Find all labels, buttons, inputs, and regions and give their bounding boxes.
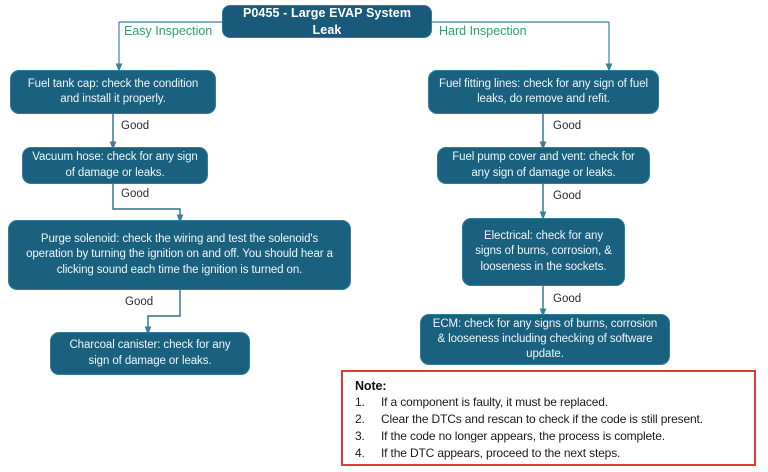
node-fuel-pump-cover[interactable]: Fuel pump cover and vent: check for any … [437, 147, 650, 184]
node-fuel-tank-cap[interactable]: Fuel tank cap: check the condition and i… [10, 70, 216, 114]
node-fuel-fitting-lines-label: Fuel fitting lines: check for any sign o… [439, 77, 648, 105]
note-item: 3. If the code no longer appears, the pr… [355, 428, 744, 445]
note-panel: Note: 1. If a component is faulty, it mu… [341, 370, 756, 466]
edge-label-right-2: Good [551, 190, 584, 202]
edge-label-left-2: Good [119, 188, 152, 200]
node-fuel-pump-cover-label: Fuel pump cover and vent: check for any … [452, 151, 635, 179]
note-item: 1. If a component is faulty, it must be … [355, 394, 744, 411]
node-charcoal-canister-label: Charcoal canister: check for any sign of… [69, 339, 231, 367]
node-electrical-label: Electrical: check for any signs of burns… [475, 230, 612, 273]
node-charcoal-canister[interactable]: Charcoal canister: check for any sign of… [50, 332, 250, 375]
edge-label-left-1: Good [119, 120, 152, 132]
wire-left-3 [144, 290, 181, 335]
note-heading: Note: [355, 379, 387, 393]
note-item-text: If the DTC appears, proceed to the next … [381, 446, 621, 461]
note-item-number: 1. [355, 395, 365, 409]
branch-label-hard-inspection: Hard Inspection [439, 24, 527, 38]
node-ecm-label: ECM: check for any signs of burns, corro… [432, 317, 658, 361]
note-item: 4. If the DTC appears, proceed to the ne… [355, 445, 744, 462]
note-item-number: 3. [355, 429, 365, 444]
wire-left-2 [112, 183, 184, 223]
node-dtc-title-label: P0455 - Large EVAP System Leak [242, 6, 412, 37]
node-ecm[interactable]: ECM: check for any signs of burns, corro… [420, 314, 670, 365]
edge-label-right-1: Good [551, 120, 584, 132]
node-fuel-tank-cap-label: Fuel tank cap: check the condition and i… [27, 77, 199, 105]
note-item-text: Clear the DTCs and rescan to check if th… [381, 412, 703, 427]
node-fuel-fitting-lines[interactable]: Fuel fitting lines: check for any sign o… [428, 70, 659, 114]
note-list: 1. If a component is faulty, it must be … [355, 394, 744, 463]
node-purge-solenoid-label: Purge solenoid: check the wiring and tes… [26, 233, 333, 276]
edge-label-right-3: Good [551, 293, 584, 305]
node-vacuum-hose[interactable]: Vacuum hose: check for any sign of damag… [22, 147, 208, 184]
branch-label-easy-inspection: Easy Inspection [124, 24, 213, 38]
note-item-text: If the code no longer appears, the proce… [381, 429, 665, 444]
node-purge-solenoid[interactable]: Purge solenoid: check the wiring and tes… [8, 220, 351, 290]
node-electrical[interactable]: Electrical: check for any signs of burns… [462, 218, 625, 286]
note-item: 2. Clear the DTCs and rescan to check if… [355, 411, 744, 428]
note-item-number: 4. [355, 446, 365, 461]
note-item-number: 2. [355, 412, 365, 427]
node-dtc-title[interactable]: P0455 - Large EVAP System Leak [222, 5, 432, 38]
node-vacuum-hose-label: Vacuum hose: check for any sign of damag… [32, 151, 198, 179]
note-item-text: If a component is faulty, it must be rep… [381, 395, 608, 409]
edge-label-left-3: Good [123, 296, 156, 308]
